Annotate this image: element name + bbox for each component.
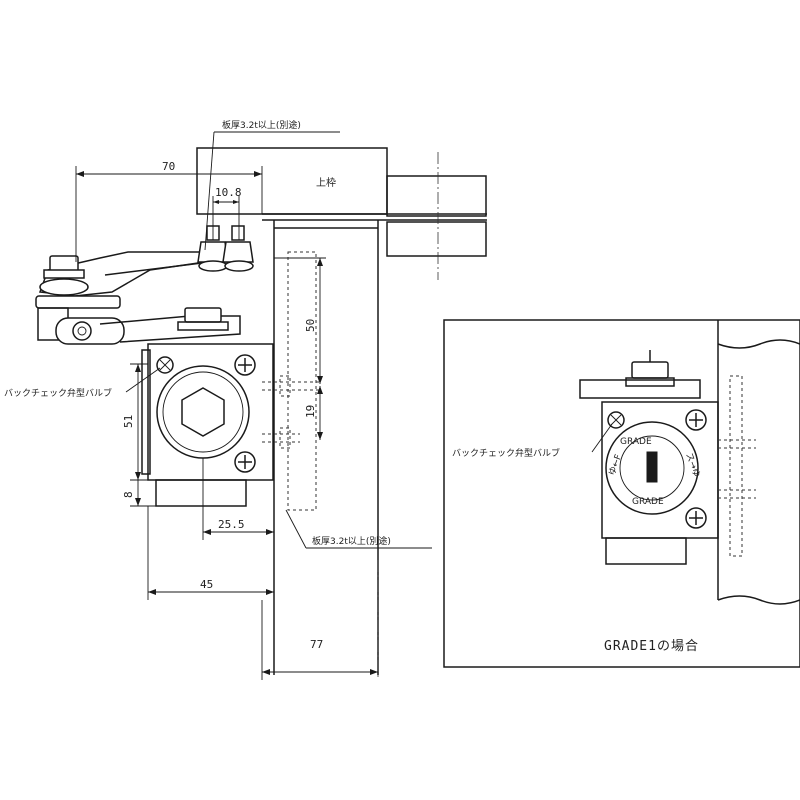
frame-head-extension xyxy=(386,175,487,217)
inset-spindle-nut xyxy=(631,361,669,379)
body-spindle-nut xyxy=(184,307,222,323)
upper-frame-label: 上枠 xyxy=(316,176,336,189)
dim-10-8: 10.8 xyxy=(215,186,242,199)
dim-51: 51 xyxy=(122,415,135,428)
closer-arm-assembly xyxy=(35,225,254,345)
frame-stop xyxy=(386,221,487,257)
dimension-texts: 70 10.8 50 19 51 8 25.5 45 77 xyxy=(122,160,323,651)
reinforcement-plate xyxy=(287,251,317,511)
dim-50: 50 xyxy=(304,319,317,332)
bottom-plate-note: 板厚3.2t以上(別途) xyxy=(312,535,391,547)
grade-indicator xyxy=(646,451,658,483)
closer-body xyxy=(141,343,322,507)
annotation-texts: 板厚3.2t以上(別途) 上枠 バックチェック弁型バルブ 板厚3.2t以上(別途… xyxy=(4,119,391,547)
inset-frame xyxy=(443,319,800,668)
back-check-valve-label: バックチェック弁型バルブ xyxy=(4,387,112,399)
dial-grade-top: GRADE xyxy=(620,437,652,447)
dim-25-5: 25.5 xyxy=(218,518,245,531)
top-plate-note: 板厚3.2t以上(別途) xyxy=(222,119,301,131)
dim-70: 70 xyxy=(162,160,175,173)
dim-77: 77 xyxy=(310,638,323,651)
door-frame-structure xyxy=(196,147,487,680)
inset-valve-label: バックチェック弁型バルブ xyxy=(452,447,560,459)
inset-caption: GRADE1の場合 xyxy=(604,639,699,654)
closer-body-lower xyxy=(155,479,247,507)
hex-spindle xyxy=(181,387,225,437)
grade1-inset xyxy=(443,319,800,668)
forearm xyxy=(99,315,241,343)
inset-arm xyxy=(579,379,701,399)
dim-19: 19 xyxy=(304,405,317,418)
dial-grade-bottom: GRADE xyxy=(632,497,664,507)
dim-8: 8 xyxy=(122,491,135,498)
upper-frame-box xyxy=(196,147,388,215)
dimension-lines xyxy=(75,131,432,680)
dim-45: 45 xyxy=(200,578,213,591)
